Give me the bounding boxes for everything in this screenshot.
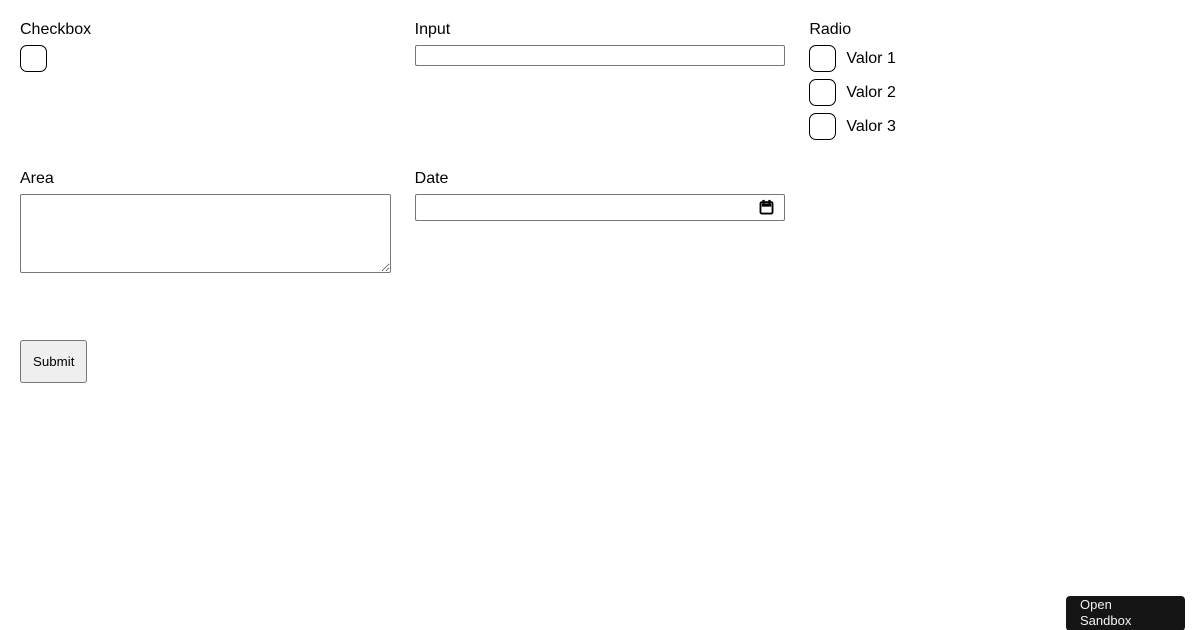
checkbox[interactable]	[20, 45, 47, 72]
radio-option-1-label: Valor 1	[846, 50, 896, 67]
open-sandbox-button[interactable]: Open Sandbox	[1066, 596, 1185, 630]
open-sandbox-label-line1: Open	[1080, 597, 1112, 612]
radio-option-3[interactable]: Valor 3	[809, 113, 1180, 140]
text-input[interactable]	[414, 45, 786, 66]
radio-option-2[interactable]: Valor 2	[809, 79, 1180, 106]
empty-cell	[809, 169, 1180, 273]
radio-option-2-label: Valor 2	[846, 84, 896, 101]
radio-field: Radio Valor 1 Valor 2 Valor 3	[809, 20, 1180, 140]
radio-option-3-label: Valor 3	[846, 118, 896, 135]
input-field: Input	[414, 20, 786, 140]
calendar-icon[interactable]	[758, 199, 775, 216]
radio-input-3[interactable]	[809, 113, 837, 140]
radio-input-2[interactable]	[809, 79, 837, 106]
open-sandbox-label-line2: Sandbox	[1080, 613, 1132, 628]
date-field: Date	[414, 169, 786, 273]
date-field-label: Date	[414, 170, 449, 187]
textarea[interactable]	[20, 194, 391, 273]
date-input[interactable]	[414, 194, 786, 221]
checkbox-field: Checkbox	[20, 20, 391, 140]
page: Checkbox Input Radio Valor 1 Valor 2	[0, 20, 1200, 630]
form-grid: Checkbox Input Radio Valor 1 Valor 2	[20, 20, 1180, 273]
radio-field-label: Radio	[809, 21, 852, 38]
area-field-label: Area	[20, 170, 54, 187]
checkbox-field-label: Checkbox	[20, 21, 92, 38]
demo-form: Checkbox Input Radio Valor 1 Valor 2	[20, 20, 1180, 383]
radio-option-1[interactable]: Valor 1	[809, 45, 1180, 72]
area-field: Area	[20, 169, 391, 273]
input-field-label: Input	[414, 21, 451, 38]
radio-input-1[interactable]	[809, 45, 837, 72]
submit-button[interactable]: Submit	[20, 340, 88, 383]
